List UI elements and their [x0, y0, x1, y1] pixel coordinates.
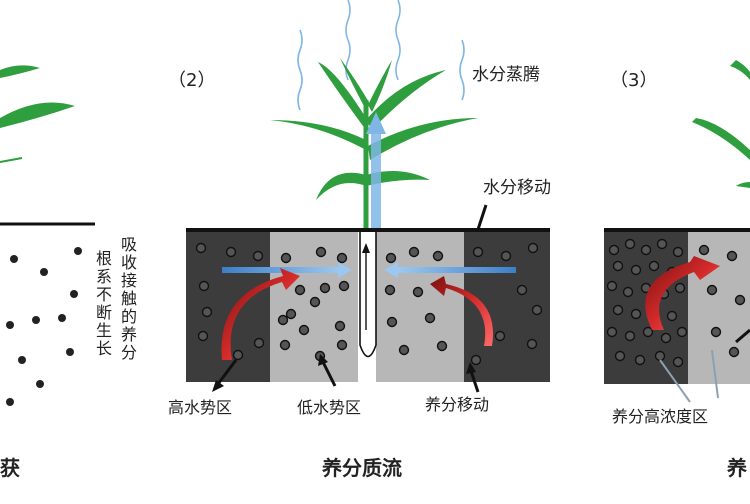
- plant-1: [0, 65, 75, 163]
- nutrient-arrows: [221, 268, 494, 360]
- panel1-vertical-text-left: 根系不断生长: [93, 250, 112, 358]
- pointer-high-conc-b: [711, 349, 719, 399]
- panel3-number: （3）: [610, 70, 657, 91]
- label-water-move: 水分移动: [483, 178, 551, 198]
- panel2-caption: 养分质流: [321, 456, 402, 480]
- panel2-number: （2）: [168, 70, 215, 91]
- panel3: （3）: [604, 60, 750, 480]
- vapor-lines: [297, 0, 465, 111]
- panel1-dots: [6, 247, 82, 406]
- panel1: 获: [0, 65, 95, 480]
- label-low-zone: 低水势区: [297, 398, 361, 417]
- pointer-high-conc-a: [659, 359, 691, 403]
- label-high-zone: 高水势区: [168, 398, 232, 417]
- panel3-caption: 养: [726, 456, 747, 480]
- corn-plant: [270, 58, 478, 230]
- pointer-high-zone: [216, 359, 238, 385]
- label-high-conc: 养分高浓度区: [612, 407, 708, 426]
- nutrient-arrow-3: [645, 256, 720, 330]
- soil-particles-3: [606, 238, 746, 368]
- plant-3: [692, 60, 750, 188]
- pointer-root-3: [735, 328, 750, 344]
- panel2: （2） 水分蒸腾 水分移动: [168, 0, 551, 480]
- panel1-vertical-text-right: 吸收接触的养分: [118, 236, 137, 362]
- label-nutrient-move: 养分移动: [425, 395, 489, 414]
- panel1-caption: 获: [0, 456, 20, 480]
- pointer-low-zone: [320, 359, 337, 387]
- soil-particles-2: [195, 242, 543, 366]
- label-evaporation: 水分蒸腾: [472, 65, 540, 85]
